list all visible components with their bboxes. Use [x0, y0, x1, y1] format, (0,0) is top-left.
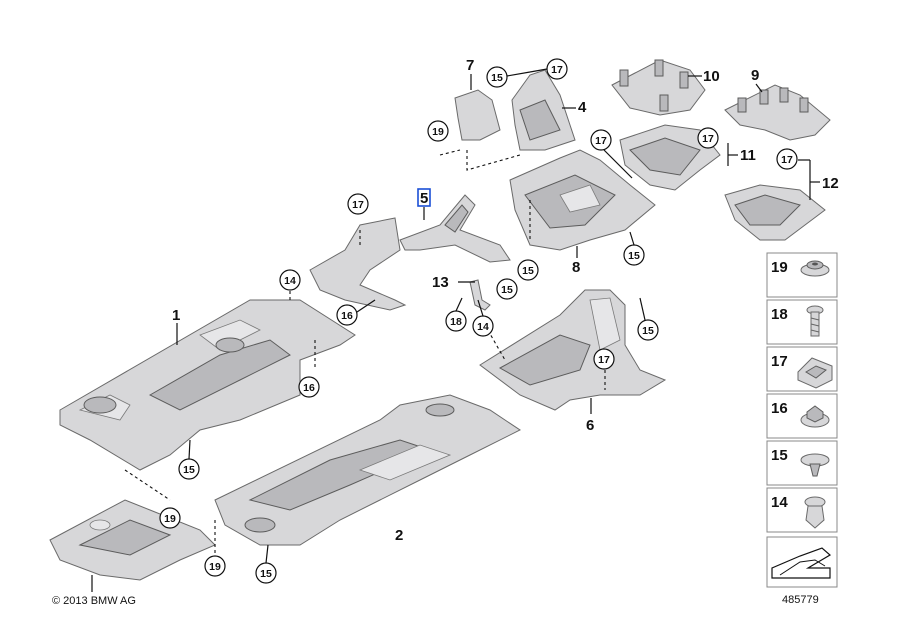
- callout-15-c[interactable]: 15: [496, 278, 518, 300]
- part-8-label: 8: [572, 259, 580, 276]
- bolt-icon: [806, 305, 824, 337]
- copyright-text: © 2013 BMW AG: [52, 595, 136, 607]
- part-9-label: 9: [751, 67, 759, 84]
- part-13-label: 13: [432, 274, 449, 291]
- part-3-front-panel[interactable]: [49, 499, 216, 581]
- svg-text:16: 16: [341, 310, 353, 322]
- legend-item-19[interactable]: 19: [771, 259, 788, 276]
- svg-text:17: 17: [352, 199, 364, 211]
- flange-nut-icon: [800, 405, 830, 428]
- svg-text:17: 17: [702, 133, 714, 145]
- callout-17-e[interactable]: 17: [347, 193, 369, 215]
- callout-19-c[interactable]: 19: [204, 555, 226, 577]
- svg-text:18: 18: [450, 316, 462, 328]
- part-6-label: 6: [586, 417, 594, 434]
- part-5-label[interactable]: 5: [420, 190, 428, 207]
- rivet-icon: [804, 496, 826, 529]
- part-5-selection-box: [417, 188, 431, 207]
- callout-15-g[interactable]: 15: [255, 562, 277, 584]
- fastener-legend: 19 18 17 16 15 14: [766, 252, 838, 588]
- svg-text:16: 16: [303, 382, 315, 394]
- svg-text:19: 19: [432, 126, 444, 138]
- nut-icon: [800, 260, 830, 277]
- callout-15-d[interactable]: 15: [623, 244, 645, 266]
- svg-text:15: 15: [491, 72, 503, 84]
- part-11-label: 11: [740, 147, 756, 164]
- part-12-label: 12: [822, 175, 839, 192]
- part-1-underbody-panel-left[interactable]: [59, 299, 356, 471]
- callout-18[interactable]: 18: [445, 310, 467, 332]
- svg-text:15: 15: [501, 284, 513, 296]
- callout-14-b[interactable]: 14: [472, 315, 494, 337]
- part-2-underbody-panel-center[interactable]: [214, 394, 521, 546]
- side-member-bracket[interactable]: [309, 217, 407, 311]
- callout-19-b[interactable]: 19: [159, 507, 181, 529]
- part-7-label: 7: [466, 57, 474, 74]
- callout-14-a[interactable]: 14: [279, 269, 301, 291]
- svg-text:19: 19: [164, 513, 176, 525]
- svg-text:15: 15: [642, 325, 654, 337]
- part-6-rear-panel[interactable]: [479, 289, 667, 411]
- callout-15-e[interactable]: 15: [637, 319, 659, 341]
- part-13-bracket[interactable]: [469, 279, 491, 311]
- callout-16-a[interactable]: 16: [336, 304, 358, 326]
- part-10-cover[interactable]: [611, 59, 706, 116]
- svg-text:15: 15: [522, 265, 534, 277]
- svg-text:19: 19: [209, 561, 221, 573]
- callout-15-b[interactable]: 15: [517, 259, 539, 281]
- legend-item-14[interactable]: 14: [771, 494, 788, 511]
- part-12-tray[interactable]: [724, 184, 826, 241]
- svg-text:15: 15: [260, 568, 272, 580]
- legend-item-16[interactable]: 16: [771, 400, 788, 417]
- svg-text:15: 15: [183, 464, 195, 476]
- part-9-cover[interactable]: [724, 84, 831, 141]
- callout-15-a[interactable]: 15: [486, 66, 508, 88]
- legend-item-17[interactable]: 17: [771, 353, 788, 370]
- arrow-icon: [771, 547, 832, 579]
- callout-16-b[interactable]: 16: [298, 376, 320, 398]
- clip-icon: [797, 357, 833, 389]
- screw-icon: [800, 453, 830, 477]
- svg-text:17: 17: [598, 354, 610, 366]
- callout-17-f[interactable]: 17: [593, 348, 615, 370]
- callout-15-f[interactable]: 15: [178, 458, 200, 480]
- part-4-bracket[interactable]: [511, 69, 576, 151]
- callout-17-a[interactable]: 17: [546, 58, 568, 80]
- callout-17-b[interactable]: 17: [590, 129, 612, 151]
- svg-text:17: 17: [551, 64, 563, 76]
- diagram-id: 485779: [782, 594, 819, 606]
- part-8-shield[interactable]: [509, 149, 656, 251]
- svg-text:14: 14: [284, 275, 296, 287]
- part-10-label: 10: [703, 68, 720, 85]
- part-11-tray[interactable]: [619, 124, 721, 191]
- callout-17-d[interactable]: 17: [776, 148, 798, 170]
- part-1-label: 1: [172, 307, 180, 324]
- svg-text:17: 17: [595, 135, 607, 147]
- legend-item-18[interactable]: 18: [771, 306, 788, 323]
- part-7-small-bracket[interactable]: [454, 89, 501, 141]
- svg-text:17: 17: [781, 154, 793, 166]
- part-5-cross-brace[interactable]: [399, 194, 511, 263]
- callout-19-a[interactable]: 19: [427, 120, 449, 142]
- legend-item-15[interactable]: 15: [771, 447, 788, 464]
- svg-text:14: 14: [477, 321, 489, 333]
- part-4-label: 4: [578, 99, 587, 116]
- svg-text:15: 15: [628, 250, 640, 262]
- part-2-label: 2: [395, 527, 403, 544]
- callout-17-c[interactable]: 17: [697, 127, 719, 149]
